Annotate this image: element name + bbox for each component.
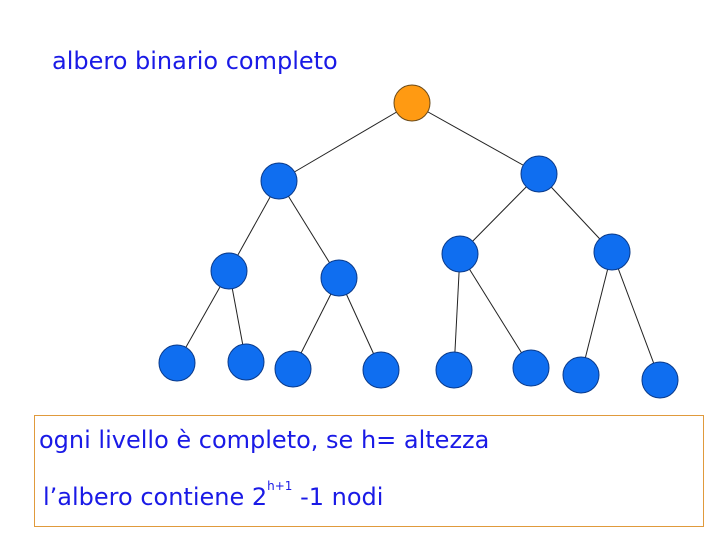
tree-edge	[411, 102, 540, 175]
tree-node	[435, 351, 473, 389]
tree-edge	[278, 102, 413, 182]
property-line-1: ogni livello è completo, se h= altezza	[39, 426, 490, 454]
property-line-2: l’albero contiene 2h+1 -1 nodi	[43, 479, 384, 511]
property-box: ogni livello è completo, se h= altezza l…	[34, 415, 704, 527]
tree-nodes	[158, 84, 679, 399]
tree-node	[158, 344, 196, 382]
tree-node	[320, 259, 358, 297]
formula-suffix: -1 nodi	[292, 483, 384, 511]
tree-edge	[453, 253, 461, 371]
tree-edge	[611, 251, 661, 381]
tree-node	[260, 162, 298, 200]
root-node	[393, 84, 431, 122]
tree-node	[512, 349, 550, 387]
tree-edge	[459, 253, 532, 369]
tree-node	[562, 356, 600, 394]
tree-edge	[459, 173, 540, 255]
formula-exponent: h+1	[267, 479, 293, 493]
tree-node	[441, 235, 479, 273]
tree-node	[520, 155, 558, 193]
tree-node	[362, 351, 400, 389]
tree-node	[641, 361, 679, 399]
tree-node	[210, 252, 248, 290]
tree-node	[227, 343, 265, 381]
tree-edge	[278, 180, 340, 279]
tree-edges	[176, 102, 661, 381]
tree-node	[274, 350, 312, 388]
tree-node	[593, 233, 631, 271]
formula-prefix: l’albero contiene 2	[43, 483, 268, 511]
diagram-title: albero binario completo	[52, 47, 338, 75]
tree-edge	[580, 251, 613, 376]
